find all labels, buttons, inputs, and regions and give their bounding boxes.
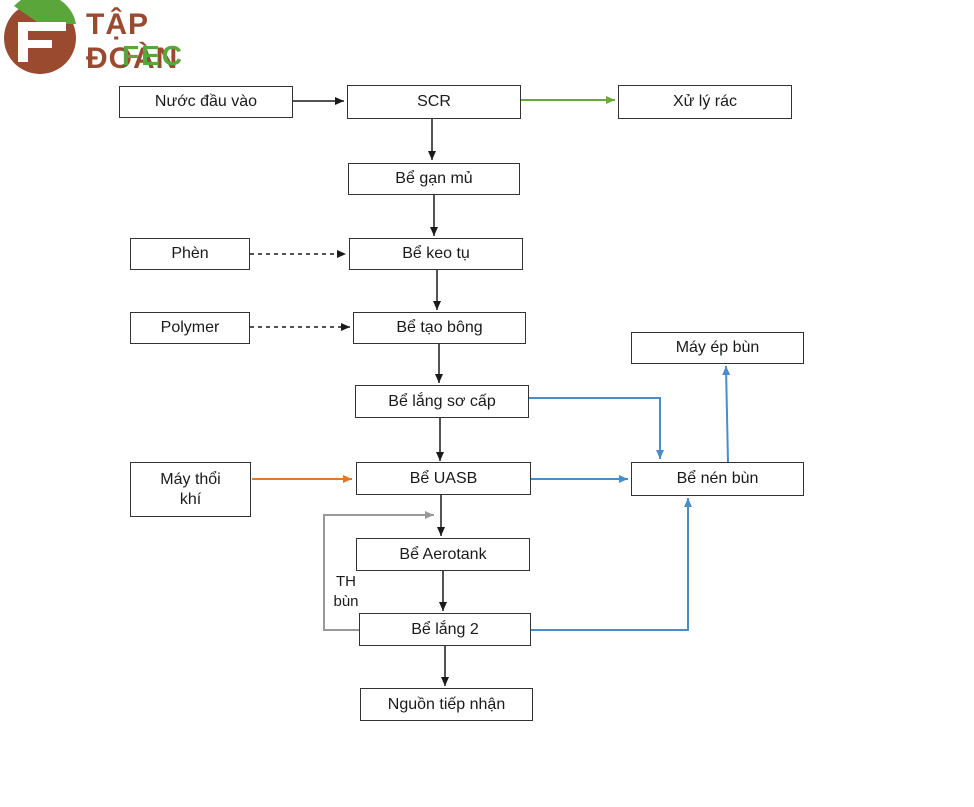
arrow-nen-bun-to-may-ep-bun: [722, 365, 731, 464]
node-xu-ly-rac: Xử lý rác: [618, 85, 792, 119]
node-be-uasb: Bể UASB: [356, 462, 531, 495]
logo-title: TẬP ĐOÀN: [86, 8, 179, 75]
node-may-thoi-khi: Máy thổi khí: [130, 462, 251, 517]
node-be-lang-2: Bể lắng 2: [359, 613, 531, 646]
node-may-ep-bun: Máy ép bùn: [631, 332, 804, 364]
node-be-lang-so-cap: Bể lắng sơ cấp: [355, 385, 529, 418]
logo-subtitle: FEC: [122, 40, 184, 71]
arrow-lang-2-to-nen-bun: [531, 498, 692, 631]
node-nuoc-dau-vao: Nước đầu vào: [119, 86, 293, 118]
node-be-gan-mu: Bể gạn mủ: [348, 163, 520, 195]
node-polymer: Polymer: [130, 312, 250, 344]
node-nguon-tiep-nhan: Nguồn tiếp nhận: [360, 688, 533, 721]
arrow-recycle-sludge: [323, 511, 434, 631]
node-be-keo-tu: Bể keo tụ: [349, 238, 523, 270]
node-phen: Phèn: [130, 238, 250, 270]
node-may-thoi-khi-label: Máy thổi khí: [160, 470, 221, 508]
label-th-bun: TH bùn: [333, 573, 359, 610]
node-scr: SCR: [347, 85, 521, 119]
node-be-nen-bun: Bể nén bùn: [631, 462, 804, 496]
fec-logo: TẬP ĐOÀN FEC: [0, 0, 240, 80]
node-be-aerotank: Bể Aerotank: [356, 538, 530, 571]
arrow-lang-so-cap-to-nen-bun: [529, 397, 664, 459]
fec-logo-mark-icon: [4, 0, 76, 74]
node-be-tao-bong: Bể tạo bông: [353, 312, 526, 344]
